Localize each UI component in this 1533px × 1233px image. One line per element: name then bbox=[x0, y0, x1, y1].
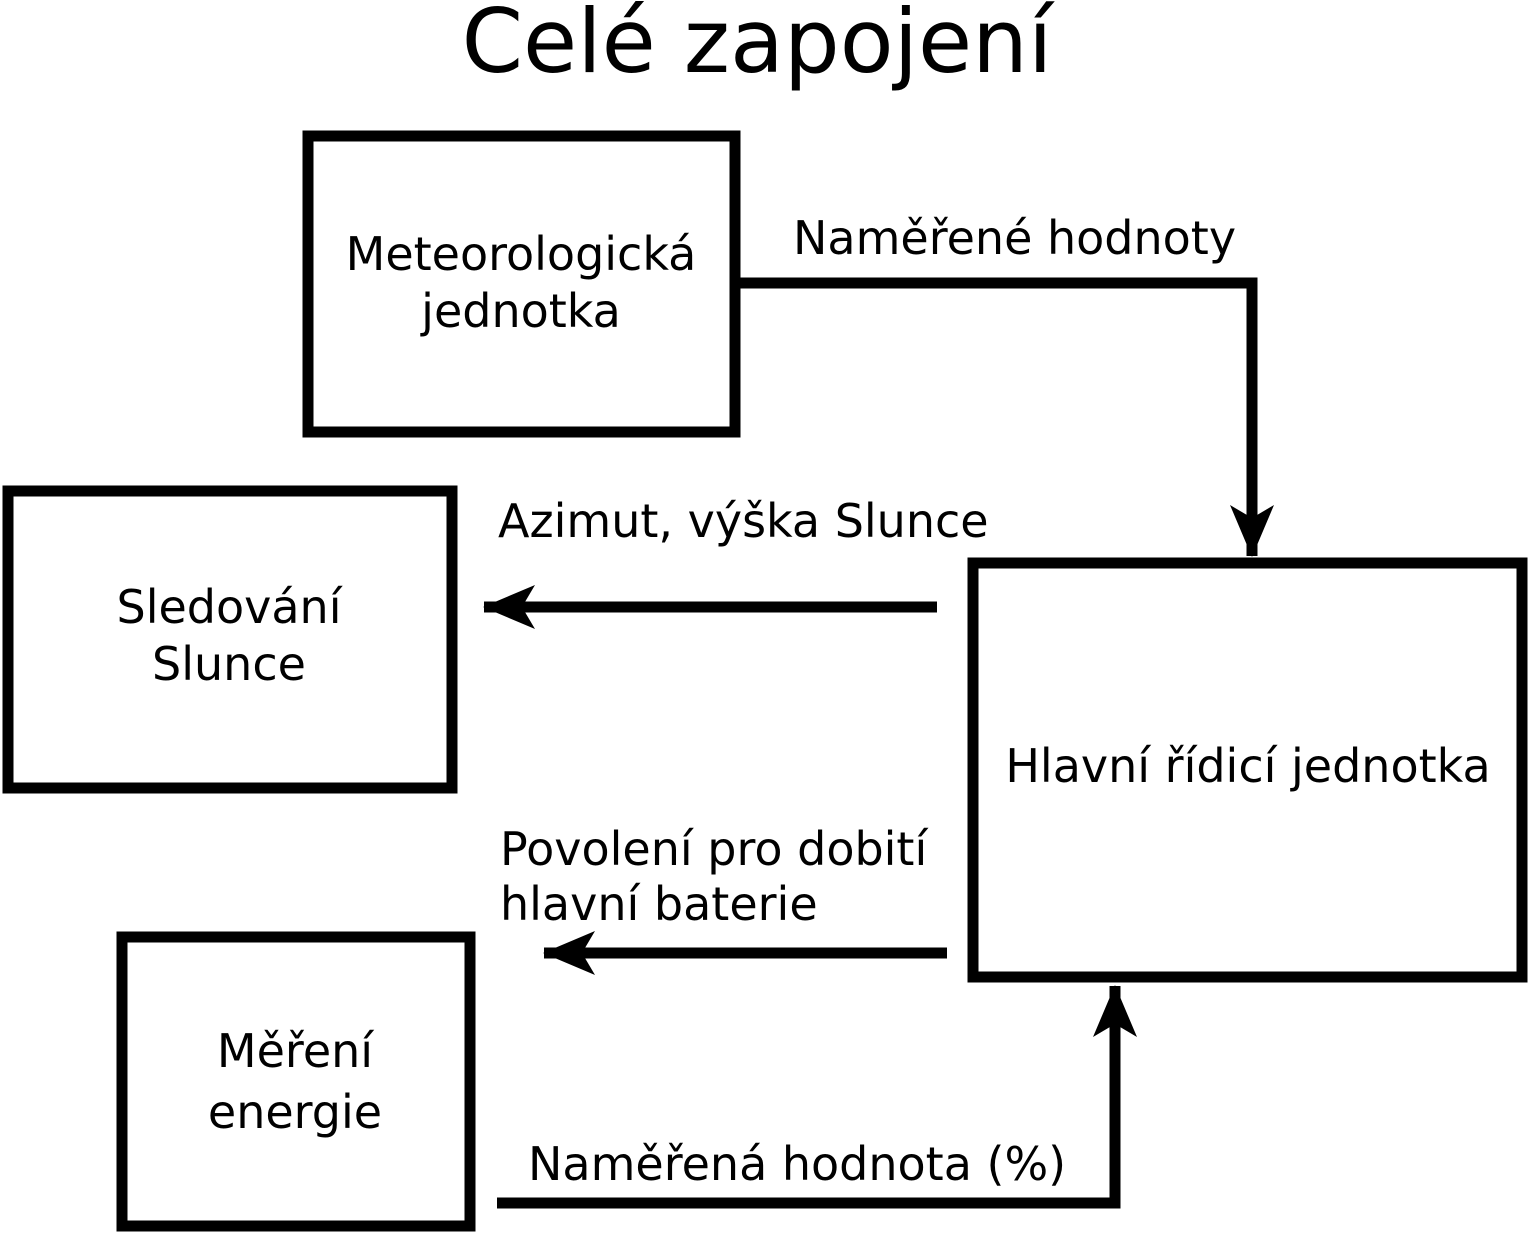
arrow-main-to-energy-label-line1: Povolení pro dobití bbox=[500, 822, 928, 876]
sun-tracking-label-line2: Slunce bbox=[152, 637, 306, 691]
energy-measurement-label-line2: energie bbox=[208, 1085, 382, 1139]
arrow-energy-to-main-label: Naměřená hodnota (%) bbox=[528, 1137, 1066, 1191]
main-control-unit-box bbox=[967, 557, 1528, 983]
meteo-unit-label-line1: Meteorologická bbox=[346, 227, 697, 281]
meteo-unit-label-line2: jednotka bbox=[420, 284, 621, 338]
meteo-unit-box bbox=[302, 130, 741, 438]
sun-tracking-box bbox=[2, 485, 458, 794]
arrow-meteo-to-main-label: Naměřené hodnoty bbox=[793, 211, 1236, 265]
main-control-unit-label: Hlavní řídicí jednotka bbox=[1005, 739, 1490, 793]
arrow-energy-to-main bbox=[497, 985, 1137, 1209]
arrow-meteo-to-main bbox=[735, 277, 1274, 557]
sun-tracking-label-line1: Sledování bbox=[117, 580, 343, 634]
arrow-main-to-energy-label-line2: hlavní baterie bbox=[500, 877, 818, 931]
diagram-title: Celé zapojení bbox=[462, 0, 1055, 93]
energy-measurement-label-line1: Měření bbox=[217, 1024, 374, 1078]
arrow-main-to-sun-label: Azimut, výška Slunce bbox=[498, 494, 989, 548]
energy-measurement-box bbox=[116, 931, 476, 1232]
